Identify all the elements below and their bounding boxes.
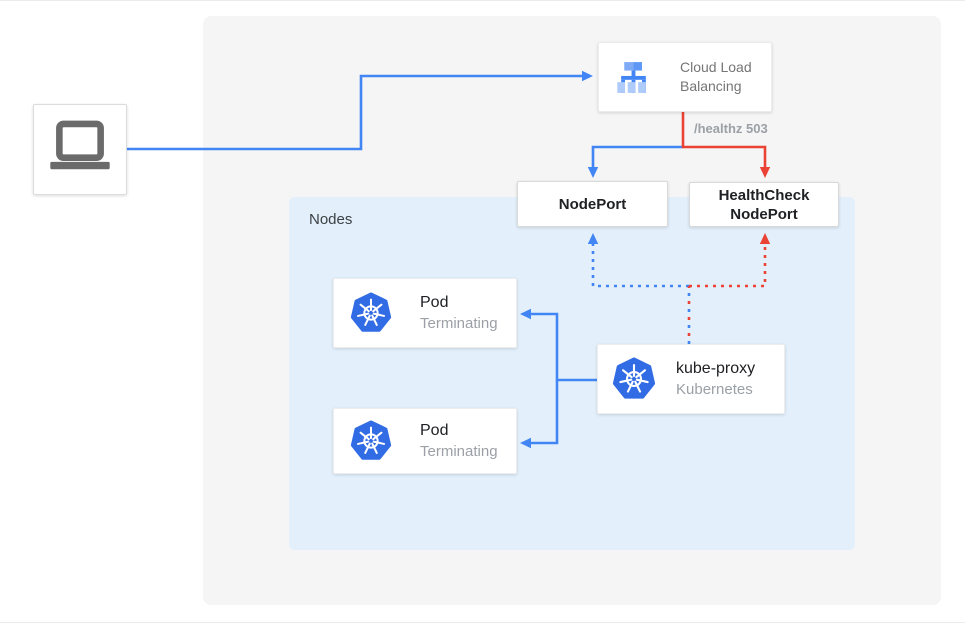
kube-proxy-box: kube-proxy Kubernetes — [597, 344, 785, 414]
cloud-load-balancing-label: Cloud Load Balancing — [680, 59, 752, 94]
laptop-icon — [47, 120, 113, 179]
pod2-title: Pod — [420, 422, 449, 439]
healthcheck-nodeport-box: HealthCheck NodePort — [689, 182, 839, 227]
kubernetes-icon — [350, 292, 392, 334]
pod-terminating-2: Pod Terminating — [333, 408, 517, 474]
client-device — [33, 104, 127, 195]
pod1-status: Terminating — [420, 315, 498, 332]
pod1-title: Pod — [420, 294, 449, 311]
healthz-503-label: /healthz 503 — [694, 121, 768, 136]
pod-terminating-1: Pod Terminating — [333, 278, 517, 348]
cloud-load-balancing-box: Cloud Load Balancing — [598, 42, 772, 112]
healthcheck-nodeport-label: HealthCheck NodePort — [718, 186, 810, 223]
kubernetes-icon — [350, 420, 392, 462]
kubernetes-icon — [612, 357, 656, 401]
load-balancer-icon — [615, 59, 652, 96]
pod2-status: Terminating — [420, 443, 498, 460]
kube-proxy-subtitle: Kubernetes — [676, 381, 753, 398]
nodes-region-label: Nodes — [309, 211, 353, 228]
nodeport-box: NodePort — [517, 181, 668, 227]
nodeport-label: NodePort — [558, 195, 627, 213]
kube-proxy-title: kube-proxy — [676, 360, 756, 377]
